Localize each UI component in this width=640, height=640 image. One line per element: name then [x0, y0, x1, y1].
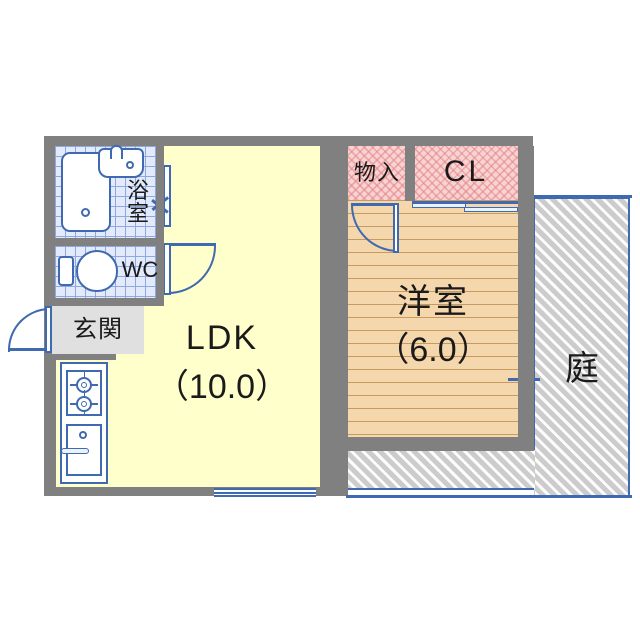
wall-yoshitsu-right — [518, 146, 534, 450]
ldk-window-mullion — [214, 492, 316, 494]
monoire-door-leaf[interactable] — [393, 203, 399, 253]
washbasin-drain — [126, 161, 134, 169]
entrance-door-arc[interactable] — [8, 308, 50, 352]
stove-burner-bottom-inner-2 — [81, 401, 87, 407]
wall-monoire-cl-divider — [405, 146, 415, 201]
toilet-bowl — [76, 250, 118, 292]
bath-door-leaf[interactable] — [163, 165, 171, 227]
entrance-door-bottom-line — [8, 348, 50, 351]
bathtub-drain — [81, 208, 90, 217]
room-closet — [414, 146, 518, 200]
toilet-tank — [58, 256, 74, 286]
wc-door-leaf[interactable] — [163, 243, 171, 295]
washbasin-faucet — [110, 145, 123, 159]
monoire-door-top-line — [351, 203, 398, 206]
garden-window[interactable] — [348, 488, 534, 497]
wc-door-top-line — [168, 243, 216, 246]
niwa-top-edge — [533, 195, 632, 198]
cl-door-panel-left[interactable] — [412, 203, 466, 208]
wall-yoshitsu-bottom — [320, 437, 534, 451]
wall-kitchen-left — [44, 356, 56, 496]
wall-between-wc-genkan — [52, 298, 164, 306]
stove-burner-top-inner-2 — [81, 382, 87, 388]
wall-genkan-bottom — [52, 354, 116, 360]
room-monoire — [348, 146, 406, 200]
room-genkan — [52, 306, 144, 354]
cl-door-panel-right[interactable] — [464, 207, 518, 212]
sink-drain-2 — [79, 431, 87, 439]
sink-faucet-2 — [61, 448, 89, 454]
room-niwa-right — [533, 197, 630, 497]
entrance-door-leaf[interactable] — [45, 306, 52, 353]
wall-water-block-right — [156, 146, 164, 298]
wall-between-bath-wc — [55, 238, 163, 246]
cl-door-track — [412, 201, 518, 204]
plan-background-notch — [536, 136, 640, 193]
wall-ldk-yoshitsu — [320, 146, 348, 487]
